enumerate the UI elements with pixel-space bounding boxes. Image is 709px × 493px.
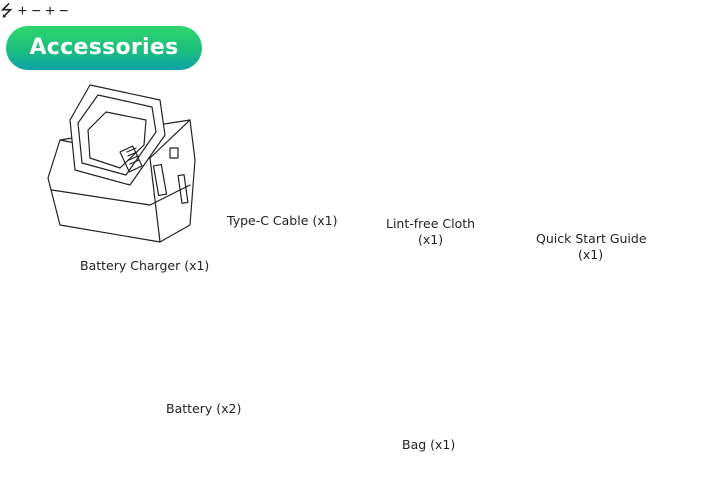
- lint-free-cloth-label: Lint-free Cloth: [386, 216, 476, 231]
- accessories-title-badge: Accessories: [6, 26, 202, 70]
- lint-free-cloth-qty: (x1): [418, 232, 444, 247]
- bag-label: Bag (x1): [402, 437, 456, 452]
- quick-start-guide-label: Quick Start Guide: [536, 231, 647, 246]
- type-c-cable-label: Type-C Cable (x1): [227, 213, 338, 228]
- battery-illustration-2: + −: [45, 3, 69, 20]
- quick-start-guide-qty: (x1): [578, 247, 604, 262]
- battery-charger-illustration: [48, 85, 195, 242]
- type-c-cable-illustration: ⭍: [0, 3, 18, 20]
- battery-charger-label: Battery Charger (x1): [80, 258, 210, 273]
- battery-label: Battery (x2): [166, 401, 242, 416]
- usb-icon: ⭍: [0, 3, 14, 20]
- battery-illustration-1: + −: [17, 3, 41, 20]
